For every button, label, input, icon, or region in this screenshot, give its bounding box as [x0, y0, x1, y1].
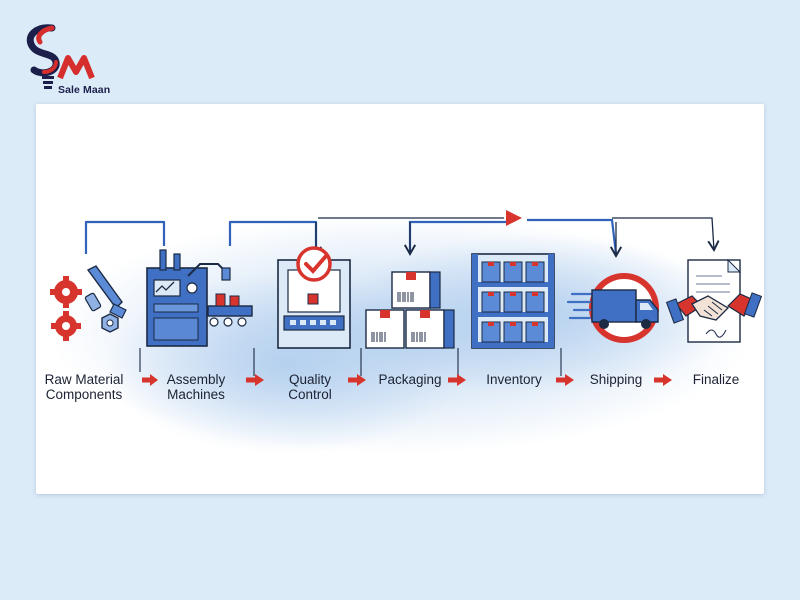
- step-label-inventory: Inventory: [486, 372, 542, 387]
- monitor-checkmark-icon: [277, 246, 351, 349]
- arrow-inventory-to-shipping-icon: [556, 374, 574, 386]
- warehouse-shelf-icon: [471, 253, 555, 349]
- brand-name: Sale Maan: [58, 84, 111, 96]
- arrow-packaging-to-inventory-icon: [448, 374, 466, 386]
- flow-connectors-dark: [309, 217, 720, 258]
- step-arrows: [142, 374, 672, 386]
- step-label-finalize: Finalize: [692, 372, 740, 387]
- gears-wrench-nut-icon: [50, 265, 127, 341]
- logo-mark-icon: [26, 24, 95, 89]
- step-label-quality: Quality Control: [288, 372, 332, 402]
- flow-top-arrowhead-icon: [506, 210, 522, 226]
- sale-maan-logo: Sale Maan: [22, 22, 112, 98]
- process-flow-diagram: Raw Material Components Assembly Machine…: [36, 104, 764, 494]
- handshake-contract-icon: [665, 258, 763, 343]
- step-label-assembly: Assembly Machines: [166, 372, 226, 402]
- stacked-boxes-icon: [365, 271, 455, 349]
- delivery-truck-icon: [566, 273, 659, 343]
- arrow-quality-to-packaging-icon: [348, 374, 366, 386]
- arrow-raw-to-assembly-icon: [142, 374, 158, 386]
- step-drop-lines: [139, 348, 562, 376]
- step-label-packaging: Packaging: [378, 372, 442, 387]
- step-label-shipping: Shipping: [589, 372, 643, 387]
- arrow-assembly-to-quality-icon: [246, 374, 264, 386]
- process-flow-canvas: [50, 210, 763, 454]
- arrow-shipping-to-finalize-icon: [654, 374, 672, 386]
- factory-robot-arm-icon: [146, 249, 253, 347]
- step-label-raw-material: Raw Material Components: [44, 372, 124, 402]
